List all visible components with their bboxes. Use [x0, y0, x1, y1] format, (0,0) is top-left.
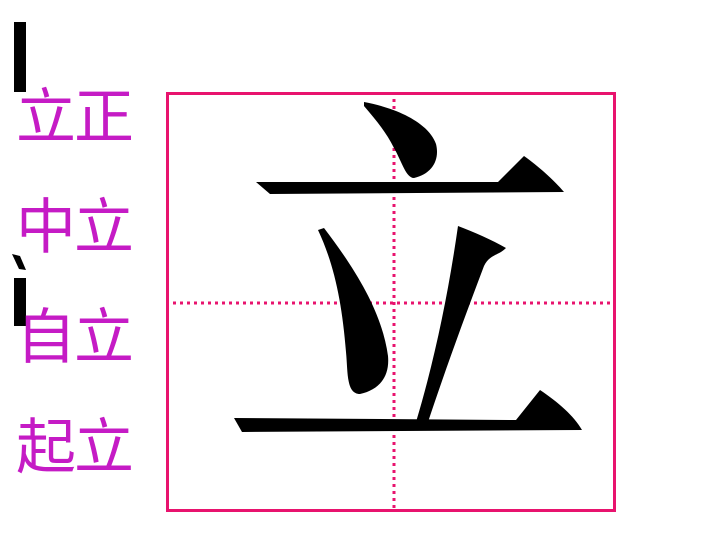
character-glyph [234, 102, 582, 432]
stroke-dot [364, 102, 438, 178]
stroke-mark-top [14, 22, 26, 92]
word-item: 起立 [16, 413, 134, 483]
word-item: 中立 [16, 193, 134, 263]
character-grid-drawing [166, 92, 616, 512]
stroke-left-dot [318, 228, 389, 394]
stroke-bottom-horizontal [234, 390, 582, 432]
stroke-right-slant [416, 226, 506, 422]
stroke-top-horizontal [256, 156, 564, 194]
writing-grid [166, 92, 616, 512]
word-item: 自立 [16, 303, 134, 373]
word-list: 立正 中立 自立 起立 [16, 82, 146, 522]
dot-stroke-mark [12, 254, 26, 270]
stroke-mark-middle [14, 278, 26, 326]
word-item: 立正 [16, 83, 134, 153]
